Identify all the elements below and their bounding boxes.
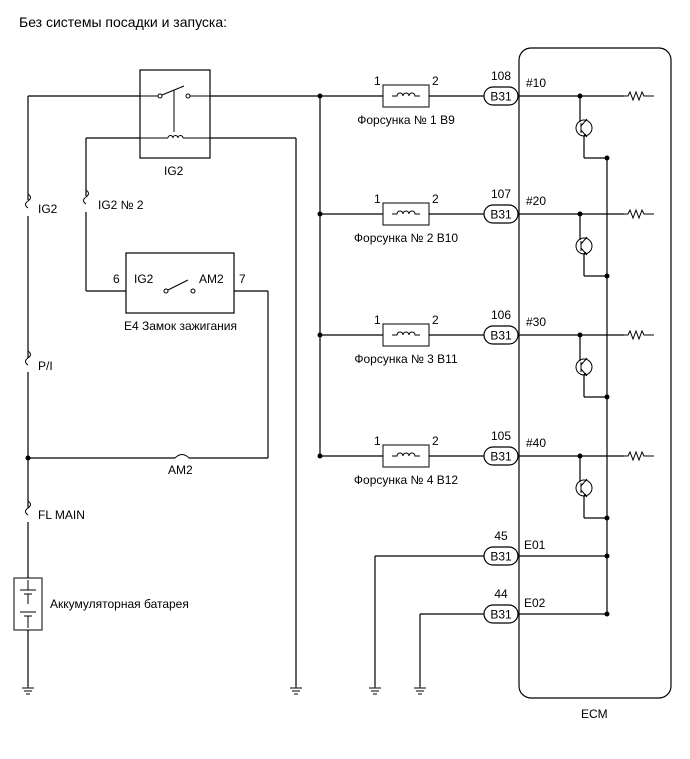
ecm-signal-label: #40 bbox=[526, 436, 546, 450]
switch-left-term: IG2 bbox=[134, 272, 154, 286]
ecm-driver-circuit bbox=[575, 91, 655, 614]
transistor-symbol bbox=[575, 357, 593, 377]
ground-symbol bbox=[368, 685, 382, 695]
driver-stage-2 bbox=[575, 209, 655, 279]
fuse-pi-label: P/I bbox=[38, 359, 53, 373]
fuse-ig2-no2-label: IG2 № 2 bbox=[98, 198, 144, 212]
resistor-symbol bbox=[623, 209, 655, 219]
ecm-label: ECM bbox=[581, 707, 608, 721]
ecm-pin-number: 105 bbox=[491, 429, 511, 443]
injector-name: Форсунка № 1 B9 bbox=[357, 113, 455, 127]
svg-text:B31: B31 bbox=[490, 450, 512, 464]
connector-b31: B31 bbox=[483, 86, 519, 106]
relay-label: IG2 bbox=[164, 164, 184, 178]
svg-text:B31: B31 bbox=[490, 550, 512, 564]
fuse-fl-main-label: FL MAIN bbox=[38, 508, 85, 522]
transistor-symbol bbox=[575, 478, 593, 498]
battery-label: Аккумуляторная батарея bbox=[50, 597, 189, 611]
ecm-pin-number: 45 bbox=[494, 529, 508, 543]
ecm-pin-number: 108 bbox=[491, 69, 511, 83]
svg-text:B31: B31 bbox=[490, 608, 512, 622]
transistor-symbol bbox=[575, 118, 593, 138]
switch-pin-right: 7 bbox=[239, 272, 246, 286]
svg-text:B31: B31 bbox=[490, 90, 512, 104]
resistor-symbol bbox=[623, 330, 655, 340]
driver-stage-1 bbox=[575, 91, 655, 161]
connector-b31: B31 bbox=[483, 446, 519, 466]
ecm-signal-label: #30 bbox=[526, 315, 546, 329]
switch-right-term: AM2 bbox=[199, 272, 224, 286]
ecm-signal-label: #10 bbox=[526, 76, 546, 90]
injector-coil bbox=[382, 84, 430, 108]
fuse-ig2-label: IG2 bbox=[38, 202, 58, 216]
injector-pin1: 1 bbox=[374, 74, 381, 88]
injector-pin1: 1 bbox=[374, 192, 381, 206]
ground-symbol bbox=[413, 685, 427, 695]
injector-coil bbox=[382, 444, 430, 468]
injector-pin1: 1 bbox=[374, 313, 381, 327]
injector-pin2: 2 bbox=[432, 74, 439, 88]
ecm-signal-label: #20 bbox=[526, 194, 546, 208]
injector-name: Форсунка № 4 B12 bbox=[354, 473, 459, 487]
switch-caption: E4 Замок зажигания bbox=[124, 319, 237, 333]
svg-text:B31: B31 bbox=[490, 329, 512, 343]
battery-symbol bbox=[13, 577, 43, 631]
switch-pin-left: 6 bbox=[113, 272, 120, 286]
injector-name: Форсунка № 2 B10 bbox=[354, 231, 459, 245]
injector-name: Форсунка № 3 B11 bbox=[354, 352, 458, 366]
injector-pin1: 1 bbox=[374, 434, 381, 448]
fuse-am2 bbox=[174, 454, 190, 459]
ground-symbol bbox=[21, 685, 35, 695]
ecm-pin-number: 107 bbox=[491, 187, 511, 201]
connector-b31: B31 bbox=[483, 546, 519, 566]
driver-stage-3 bbox=[575, 330, 655, 400]
ecm-box bbox=[518, 47, 672, 699]
ecm-signal-label: E02 bbox=[524, 596, 546, 610]
ignition-switch bbox=[125, 252, 235, 314]
injector-pin2: 2 bbox=[432, 313, 439, 327]
ecm-pin-number: 106 bbox=[491, 308, 511, 322]
ig2-relay bbox=[139, 69, 211, 159]
driver-stage-4 bbox=[575, 451, 655, 521]
svg-text:B31: B31 bbox=[490, 208, 512, 222]
connector-b31: B31 bbox=[483, 325, 519, 345]
injector-pin2: 2 bbox=[432, 434, 439, 448]
ecm-signal-label: E01 bbox=[524, 538, 546, 552]
injector-coil bbox=[382, 202, 430, 226]
transistor-symbol bbox=[575, 236, 593, 256]
ecm-pin-number: 44 bbox=[494, 587, 508, 601]
resistor-symbol bbox=[623, 91, 655, 101]
fuse-am2-label: AM2 bbox=[168, 463, 193, 477]
injector-coil bbox=[382, 323, 430, 347]
connector-b31: B31 bbox=[483, 604, 519, 624]
resistor-symbol bbox=[623, 451, 655, 461]
diagram-title: Без системы посадки и запуска: bbox=[19, 14, 227, 30]
injector-pin2: 2 bbox=[432, 192, 439, 206]
connector-b31: B31 bbox=[483, 204, 519, 224]
